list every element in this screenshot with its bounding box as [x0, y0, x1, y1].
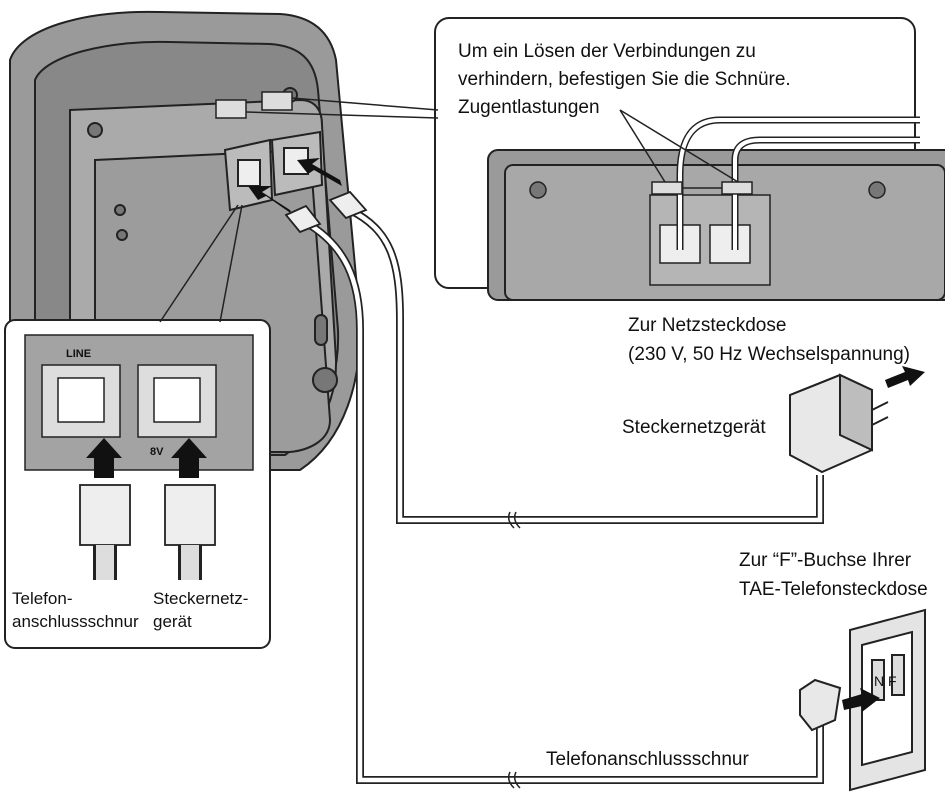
- callout-text-line1: Um ein Lösen der Verbindungen zu: [458, 41, 756, 62]
- tae-outlet-line2: TAE-Telefonsteckdose: [739, 579, 928, 600]
- strain-relief-label: Zugentlastungen: [458, 97, 600, 118]
- cord-break-marks: [507, 511, 521, 789]
- ac-adapter: [789, 366, 925, 474]
- insert-arrows: [248, 158, 342, 214]
- modular-plugs: [284, 190, 368, 234]
- jack-detail-inset: LINE 8V: [4, 319, 271, 649]
- cords: [302, 206, 824, 784]
- callout-text-line2: verhindern, befestigen Sie die Schnüre.: [458, 69, 791, 90]
- bottom-cord-label: Telefonanschlussschnur: [546, 749, 749, 770]
- line-port-label: LINE: [66, 348, 91, 360]
- inset-caption-right-line2: gerät: [153, 612, 192, 631]
- strain-relief-clips: [215, 91, 293, 119]
- tae-socket-letters: N F: [874, 673, 897, 689]
- inset-caption-left-line2: anschlussschnur: [12, 612, 139, 631]
- power-outlet-line1: Zur Netzsteckdose: [628, 315, 787, 336]
- tae-wall-outlet: N F: [799, 608, 926, 792]
- power-outlet-line2: (230 V, 50 Hz Wechselspannung): [628, 344, 911, 365]
- voltage-label: 8V: [150, 446, 164, 458]
- adapter-label: Steckernetzgerät: [622, 417, 766, 438]
- inset-caption-left-line1: Telefon-: [12, 589, 73, 608]
- inset-caption-right-line1: Steckernetz-: [153, 589, 249, 608]
- tae-outlet-line1: Zur “F”-Buchse Ihrer: [739, 550, 912, 571]
- callout-box: [434, 17, 945, 301]
